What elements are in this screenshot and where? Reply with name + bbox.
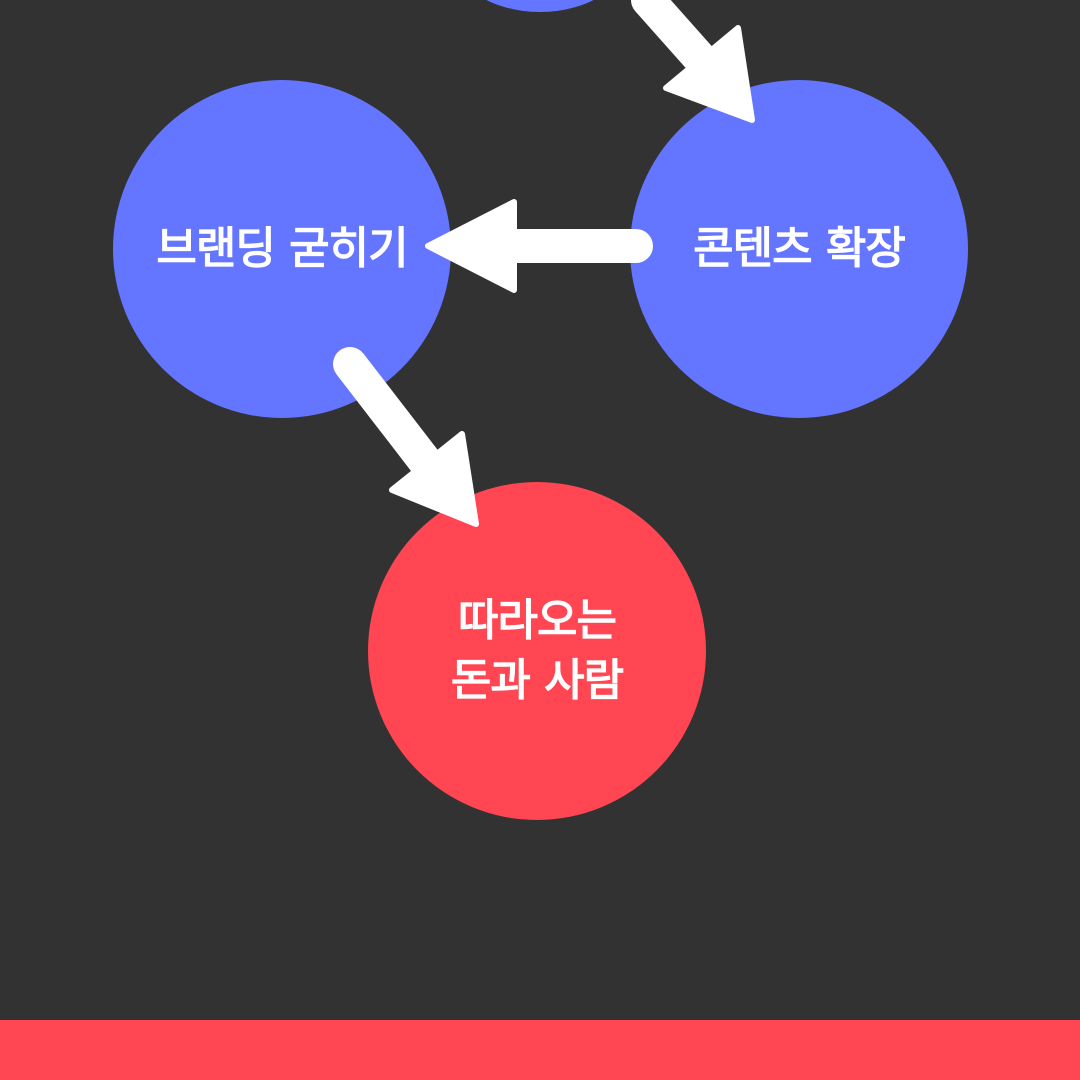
bottom-bar (0, 1020, 1080, 1080)
arrow-shaft-top-to-content (631, 0, 729, 89)
node-branding-label: 브랜딩 굳히기 (156, 223, 408, 274)
node-top-partial (450, 0, 630, 12)
node-content-expansion: 콘텐츠 확장 (630, 80, 968, 418)
node-branding: 브랜딩 굳히기 (113, 80, 451, 418)
node-content-expansion-label: 콘텐츠 확장 (693, 223, 906, 274)
node-result: 따라오는 돈과 사람 (368, 482, 706, 820)
node-result-label: 따라오는 돈과 사람 (450, 595, 624, 706)
